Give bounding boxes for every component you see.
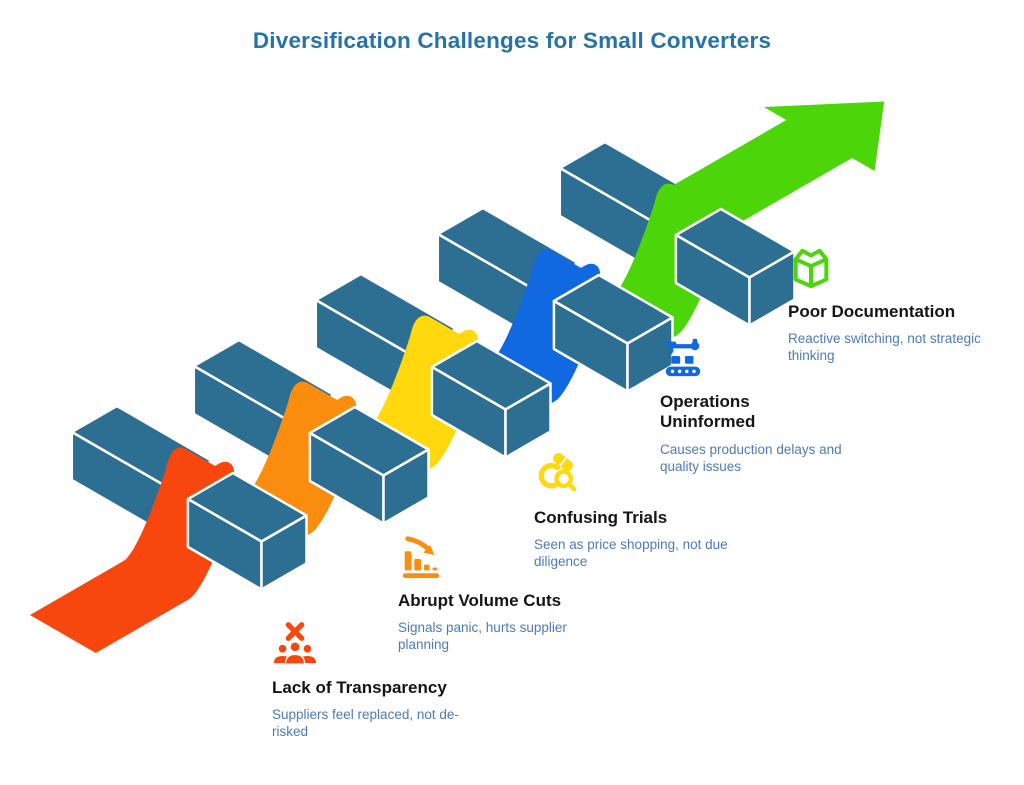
- item-desc: Reactive switching, not strategic thinki…: [788, 331, 981, 364]
- challenge-item-confusing-trials: Confusing Trials Seen as price shopping,…: [534, 450, 732, 571]
- item-title: Abrupt Volume Cuts: [398, 591, 562, 610]
- open-book-icon: [793, 248, 829, 289]
- challenge-item-abrupt-volume-cuts: Abrupt Volume Cuts Signals panic, hurts …: [398, 533, 590, 654]
- item-desc: Signals panic, hurts supplier planning: [398, 620, 567, 653]
- item-title: Operations Uninformed: [660, 392, 756, 432]
- blocked-team-icon: [273, 622, 317, 665]
- conveyor-robot-icon: [665, 338, 701, 377]
- item-title: Lack of Transparency: [272, 678, 447, 697]
- challenge-item-operations-uninformed: Operations Uninformed Causes production …: [660, 334, 865, 476]
- challenge-item-poor-documentation: Poor Documentation Reactive switching, n…: [788, 244, 1004, 365]
- item-title: Confusing Trials: [534, 508, 668, 527]
- declining-bar-chart-icon: [402, 536, 440, 579]
- page-title: Diversification Challenges for Small Con…: [252, 28, 772, 53]
- item-desc: Causes production delays and quality iss…: [660, 441, 842, 474]
- module-poor-documentation: [551, 101, 885, 348]
- module-lack-of-transparency: [30, 404, 308, 653]
- item-title: Poor Documentation: [788, 302, 956, 321]
- pill-search-icon: [538, 453, 577, 492]
- challenge-item-lack-of-transparency: Lack of Transparency Suppliers feel repl…: [272, 620, 484, 741]
- item-desc: Suppliers feel replaced, not de-risked: [272, 707, 459, 740]
- item-desc: Seen as price shopping, not due diligenc…: [534, 537, 728, 570]
